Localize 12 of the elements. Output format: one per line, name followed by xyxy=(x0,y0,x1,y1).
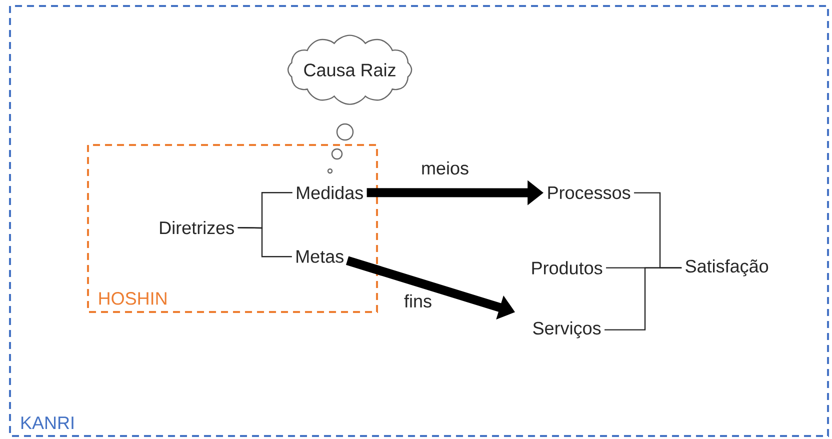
text-label: Diretrizes xyxy=(160,220,234,234)
text-label: Satisfação xyxy=(686,259,768,276)
text-label: Processos xyxy=(548,186,630,200)
thought-cloud: Causa Raiz xyxy=(287,34,412,105)
edge-label: fins xyxy=(403,293,434,309)
connector-line xyxy=(238,227,292,258)
edge-label: meios xyxy=(420,160,470,176)
text-label: Serviços xyxy=(533,321,601,338)
text-label: Produtos xyxy=(532,261,602,274)
text-label: Medidas xyxy=(297,186,363,200)
text-label: Metas xyxy=(296,250,344,263)
connector-line xyxy=(604,267,682,330)
